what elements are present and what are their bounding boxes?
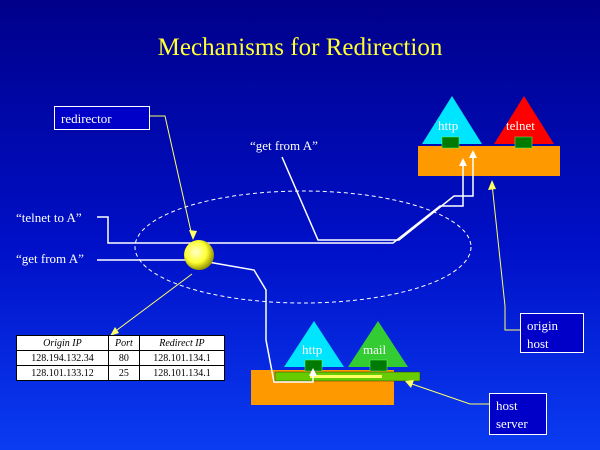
arrowhead [469,150,477,158]
redirector-label: redirector [61,111,112,126]
origin-telnet-port [514,136,533,149]
table-cell: 128.194.132.34 [16,350,109,366]
arrowhead [189,230,197,240]
redirect-table: Origin IP Port Redirect IP 128.194.132.3… [16,335,226,381]
arrowhead [405,380,414,388]
origin-host-body [418,146,560,176]
origin-http-port [441,136,460,149]
network-region [134,190,472,304]
table-header: Port [107,335,140,351]
server-http-triangle [284,321,344,367]
server-mail-label: mail [363,342,387,357]
table-header-row: Origin IP Port Redirect IP [16,335,226,351]
get-from-a-top-label: “get from A” [250,138,318,153]
telnet-to-a-label: “telnet to A” [16,210,82,225]
origin-http-label: http [438,118,459,133]
redirect-flow-line [207,261,314,383]
origin-telnet-triangle [494,96,554,144]
telnet-flow-line [97,163,464,244]
redirector-callout [150,115,193,237]
table-callout [112,273,193,334]
get-top-flow-line [281,154,474,241]
arrowhead [309,368,317,376]
host-server-callout [408,382,489,405]
redirector-label-box: redirector [54,106,150,130]
table-cell: 128.101.134.1 [138,350,226,366]
origin-host-callout [491,183,520,331]
server-mail-triangle [348,321,408,367]
table-header: Origin IP [16,335,109,351]
origin-host-label-box: origin host [520,313,584,353]
arrowhead [488,180,496,190]
table-cell: 25 [107,365,140,381]
server-http-label: http [302,342,323,357]
get-from-a-left-label: “get from A” [16,251,84,266]
host-server-node [251,321,421,405]
table-cell: 128.101.133.12 [16,365,109,381]
origin-telnet-label: telnet [506,118,535,133]
host-server-label: host server [496,398,528,431]
table-row: 128.194.132.34 80 128.101.134.1 [16,350,226,366]
origin-host-label: origin host [527,318,559,351]
table-cell: 128.101.134.1 [138,365,226,381]
origin-host-node [418,96,560,176]
table-cell: 80 [107,350,140,366]
page-title: Mechanisms for Redirection [157,34,443,61]
server-highlight [310,375,382,378]
origin-http-triangle [422,96,482,144]
server-mail-port [369,359,388,372]
table-header: Redirect IP [138,335,226,351]
host-server-label-box: host server [489,393,547,435]
table-row: 128.101.133.12 25 128.101.134.1 [16,365,226,381]
arrowhead [110,327,119,336]
redirector-router-icon [184,240,214,270]
arrowhead [459,158,467,166]
